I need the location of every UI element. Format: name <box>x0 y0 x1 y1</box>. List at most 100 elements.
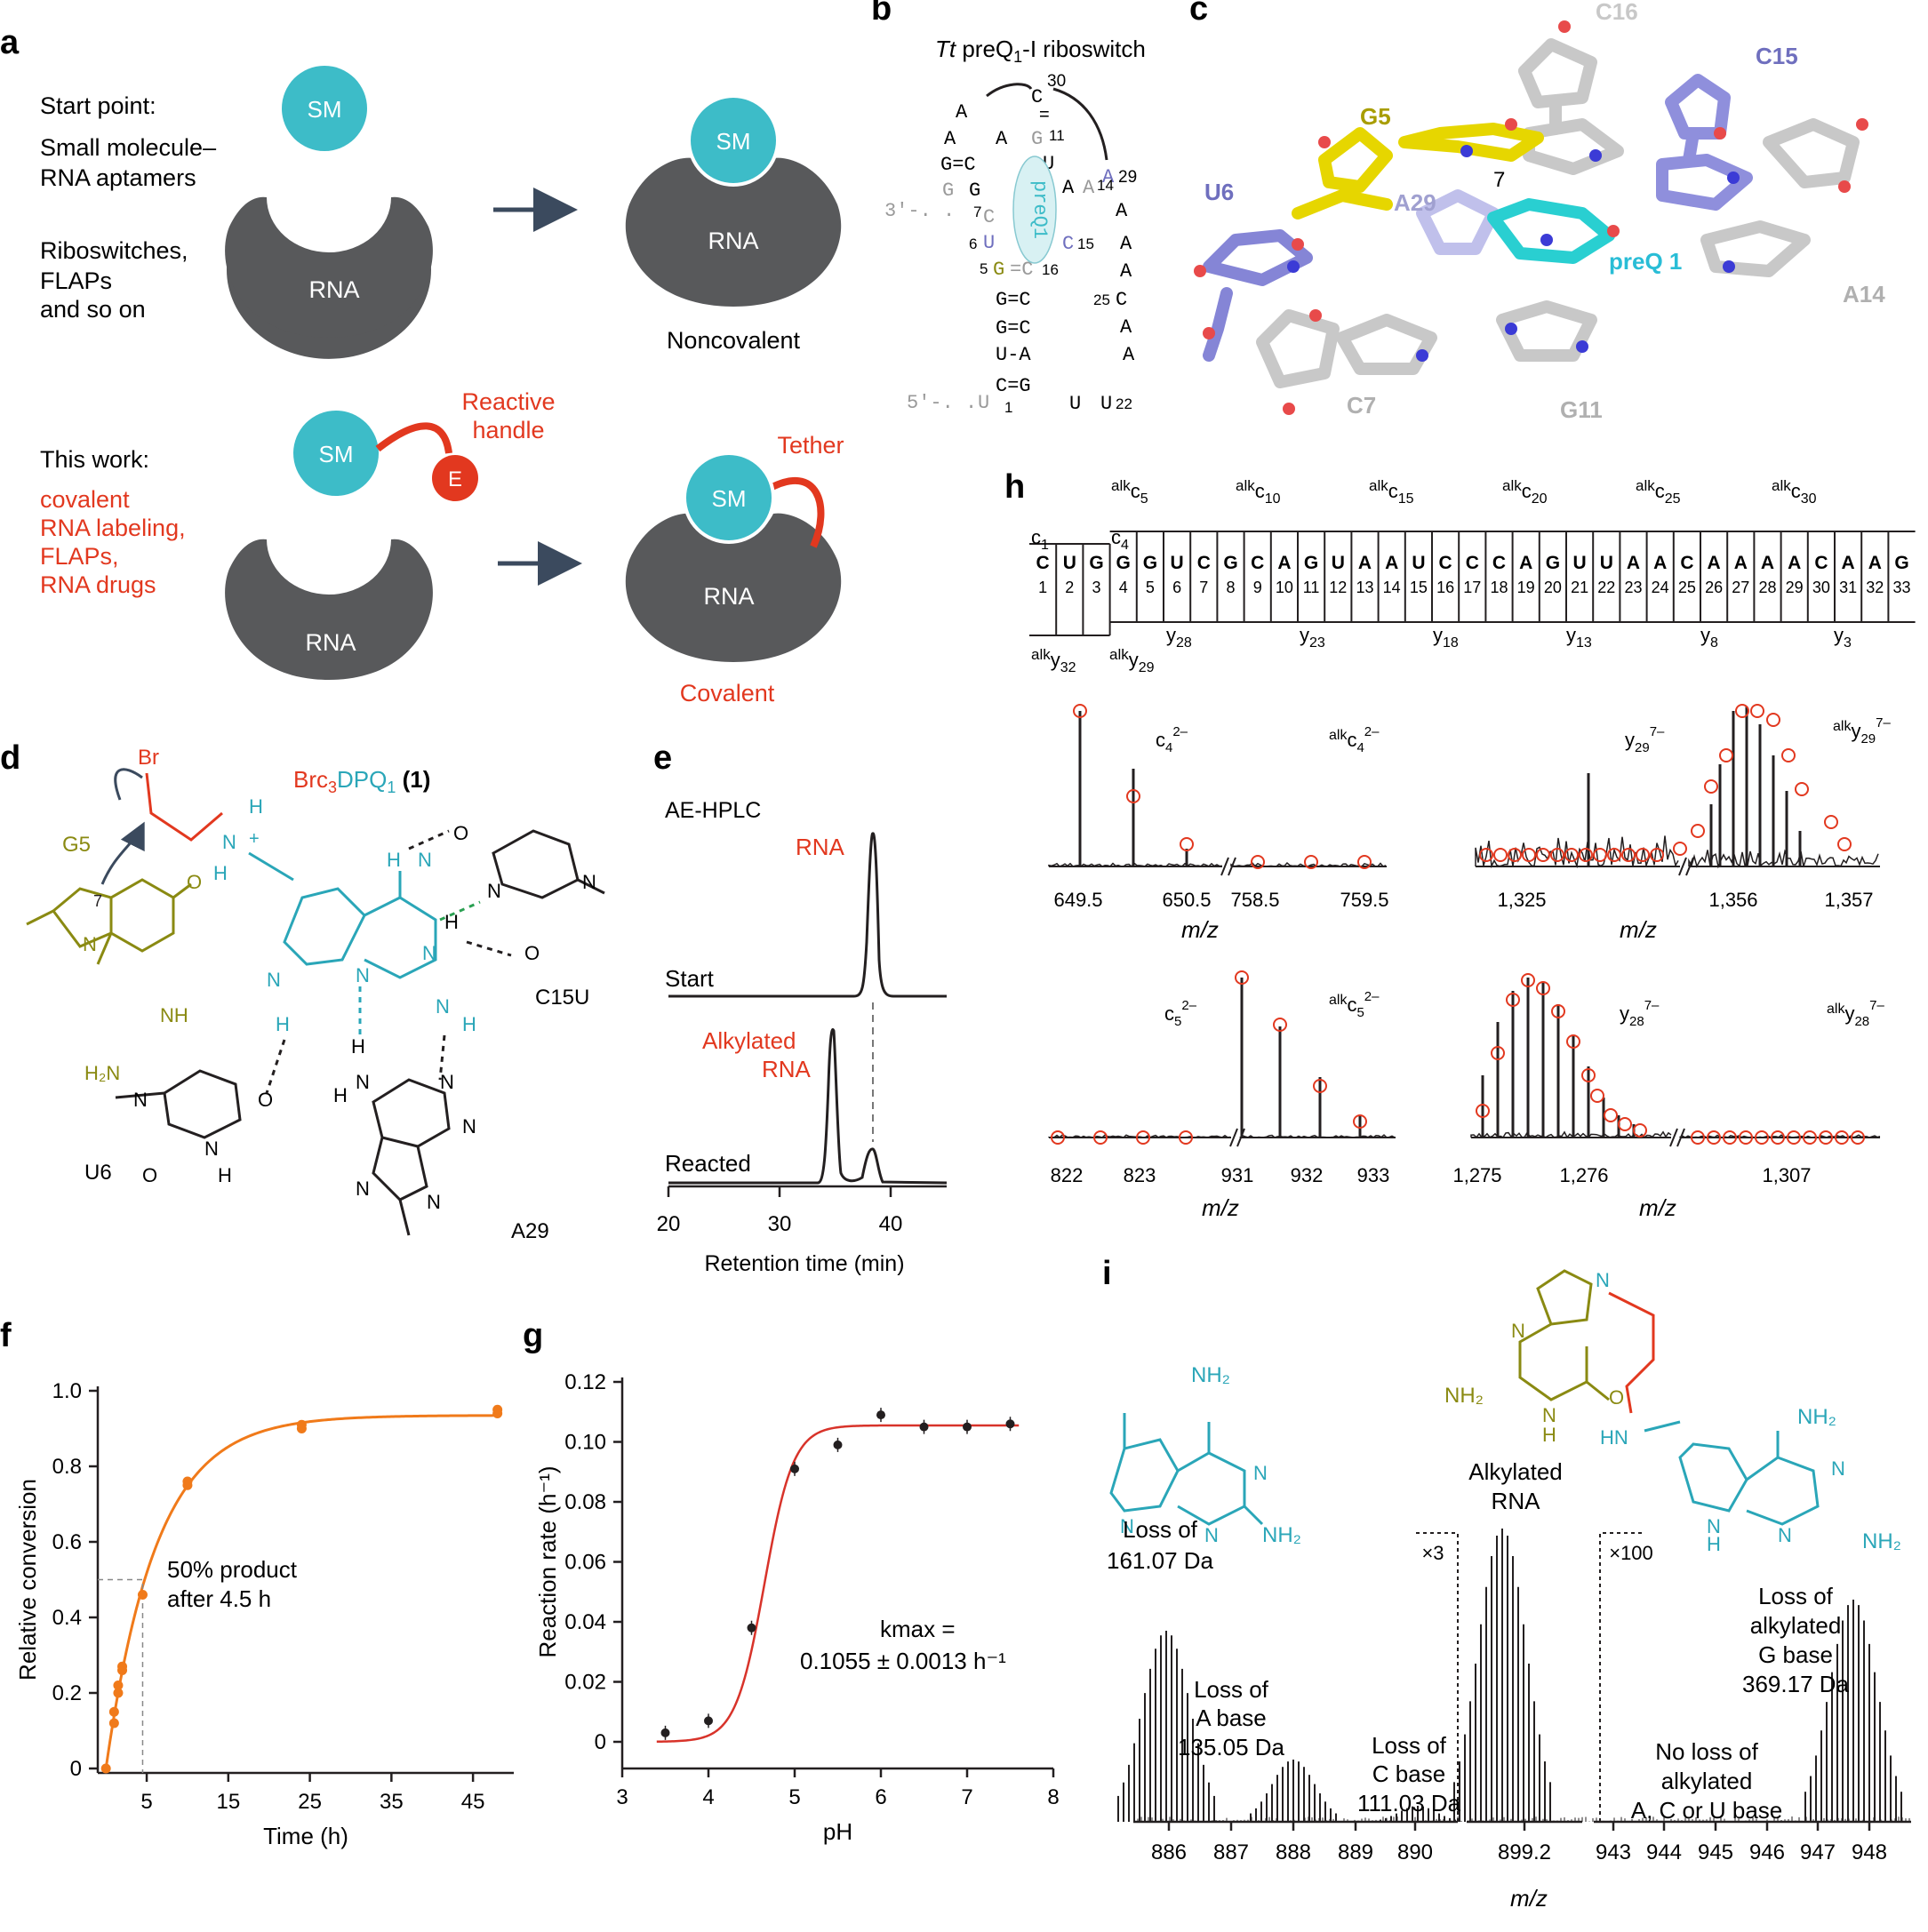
spectrum-annotation: No loss of <box>1655 1738 1758 1765</box>
work-text-2: RNA labeling, <box>40 515 186 541</box>
start-text-1: Small molecule– <box>40 134 216 161</box>
x-tick-label: 943 <box>1596 1840 1631 1864</box>
rna-label-1: RNA <box>308 276 359 303</box>
residue-u6: U6 <box>1204 179 1234 205</box>
hplc-alk-2: RNA <box>762 1056 812 1082</box>
sequence-position: 9 <box>1253 579 1262 596</box>
svg-text:U: U <box>1069 393 1081 415</box>
sm-label-3: SM <box>319 441 354 467</box>
panel-b: b Tt preQ1-I riboswitch A C30 A A G11 G=… <box>871 0 1146 416</box>
svg-text:A: A <box>1083 177 1095 199</box>
panel-label-g: g <box>523 1317 543 1354</box>
x-axis-label: pH <box>823 1818 852 1845</box>
svg-text:A: A <box>1120 260 1132 283</box>
spectrum-annotation: RNA <box>1492 1488 1541 1514</box>
sequence-position: 10 <box>1276 579 1293 596</box>
sequence-position: 7 <box>1199 579 1208 596</box>
theoretical-peak <box>1720 749 1732 762</box>
x-tick-label: 25 <box>298 1790 322 1814</box>
y-tick-label: 0.4 <box>52 1606 82 1630</box>
svg-text:NH₂: NH₂ <box>1797 1405 1836 1429</box>
sequence-position: 33 <box>1892 579 1910 596</box>
annotation: 0.1055 ± 0.0013 h⁻¹ <box>800 1648 1006 1674</box>
reactive-label-1: Reactive <box>461 388 555 415</box>
svg-text:O: O <box>1609 1386 1624 1409</box>
axis-break <box>1230 1129 1237 1146</box>
data-point <box>109 1707 119 1717</box>
svg-text:822: 822 <box>1051 1164 1084 1186</box>
svg-text:O: O <box>453 822 468 844</box>
spectrum-annotation: ×3 <box>1421 1542 1444 1564</box>
svg-text:N: N <box>133 1089 148 1111</box>
sequence-base: C <box>1680 553 1693 573</box>
data-point <box>1006 1419 1015 1428</box>
data-point <box>748 1624 756 1633</box>
svg-text:5: 5 <box>980 260 988 277</box>
sequence-base: U <box>1332 553 1345 573</box>
axis-break <box>1679 858 1686 875</box>
svg-text:U: U <box>1100 393 1112 415</box>
x-tick-label: 5 <box>140 1790 152 1814</box>
x-tick-label: 7 <box>961 1785 972 1809</box>
theoretical-peak <box>1180 838 1193 850</box>
x-tick-label: 6 <box>875 1785 886 1809</box>
svg-text:H: H <box>1707 1533 1721 1555</box>
svg-text:650.5: 650.5 <box>1162 889 1211 911</box>
sequence-position: 17 <box>1463 579 1481 596</box>
sequence-position: 6 <box>1172 579 1181 596</box>
hplc-tick-40: 40 <box>879 1212 903 1236</box>
svg-text:G=C: G=C <box>996 289 1031 311</box>
hplc-tick-20: 20 <box>657 1212 681 1236</box>
spectrum-annotation: Loss of <box>1194 1676 1269 1703</box>
svg-text:alkc25: alkc25 <box>1636 477 1681 507</box>
x-tick-label: 8 <box>1047 1785 1059 1809</box>
svg-text:alkc52–: alkc52– <box>1329 989 1380 1020</box>
y-tick-label: 0.02 <box>564 1671 606 1695</box>
x-axis-label: Time (h) <box>263 1823 348 1849</box>
compound-name: Brc3DPQ1 (1) <box>293 766 430 796</box>
this-work-title: This work: <box>40 446 149 473</box>
svg-text:C: C <box>983 206 995 228</box>
svg-text:N: N <box>356 1178 370 1200</box>
sequence-base: A <box>1842 553 1855 573</box>
sm-label-1: SM <box>308 96 342 123</box>
y-tick-label: 0 <box>595 1730 606 1754</box>
sequence-position: 5 <box>1146 579 1155 596</box>
y-tick-label: 0.12 <box>564 1370 606 1394</box>
work-text-3: FLAPs, <box>40 543 119 570</box>
svg-text:y23: y23 <box>1300 624 1325 651</box>
rna-label-4: RNA <box>703 583 754 610</box>
sequence-position: 24 <box>1652 579 1669 596</box>
work-text-1: covalent <box>40 486 130 513</box>
svg-text:11: 11 <box>1049 127 1065 144</box>
spectrum-annotation: A base <box>1196 1704 1267 1731</box>
svg-text:N: N <box>487 880 501 902</box>
svg-text:G: G <box>969 180 980 202</box>
sequence-position: 25 <box>1678 579 1696 596</box>
electrophile-label: E <box>448 467 462 491</box>
x-tick-label: 5 <box>788 1785 800 1809</box>
svg-text:14: 14 <box>1097 177 1114 194</box>
svg-text:NH₂: NH₂ <box>1862 1529 1901 1553</box>
sequence-base: U <box>1063 553 1076 573</box>
svg-text:y18: y18 <box>1433 624 1459 651</box>
y-axis-label: Relative conversion <box>14 1479 41 1681</box>
sequence-base: G <box>1223 553 1237 573</box>
svg-text:759.5: 759.5 <box>1340 889 1388 911</box>
residue-a14: A14 <box>1843 281 1885 307</box>
sequence-position: 12 <box>1329 579 1347 596</box>
start-text-3: Riboswitches, <box>40 237 188 264</box>
hplc-title: AE-HPLC <box>665 798 761 823</box>
svg-text:1,275: 1,275 <box>1452 1164 1501 1186</box>
x-tick-label: 15 <box>216 1790 240 1814</box>
sequence-position: 19 <box>1517 579 1535 596</box>
sequence-position: 8 <box>1226 579 1235 596</box>
y-tick-label: 0 <box>70 1757 82 1781</box>
spectrum-noise <box>1231 863 1386 866</box>
residue-g5: G5 <box>1360 103 1391 130</box>
svg-text:25: 25 <box>1093 291 1110 308</box>
svg-text:y297–: y297– <box>1625 724 1665 755</box>
svg-text:N: N <box>422 942 436 964</box>
panel-b-title: Tt preQ1-I riboswitch <box>935 36 1146 66</box>
svg-text:C=G: C=G <box>996 375 1031 397</box>
